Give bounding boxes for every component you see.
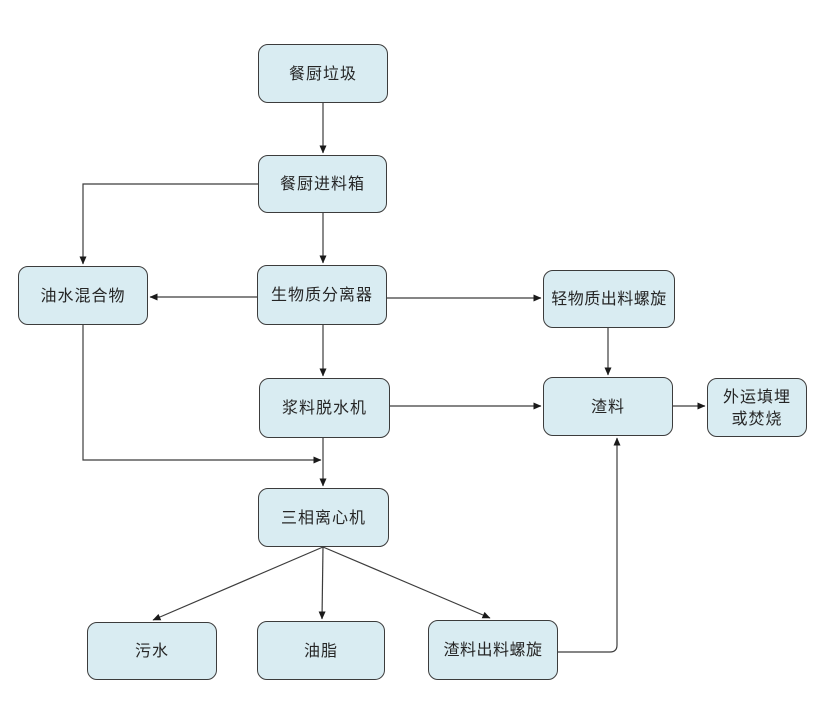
- node-label-line1: 外运填埋: [722, 386, 791, 406]
- node-label: 生物质分离器: [270, 285, 373, 305]
- node-residue-screw: 渣料出料螺旋: [428, 620, 558, 680]
- node-feed-box: 餐厨进料箱: [258, 155, 387, 213]
- node-label: 轻物质出料螺旋: [551, 289, 667, 309]
- node-oil-water: 油水混合物: [18, 266, 148, 325]
- edge-feed-box-to-oil-water: [79, 183, 258, 265]
- node-label: 污水: [134, 641, 169, 661]
- node-residue: 渣料: [543, 377, 673, 436]
- node-label: 渣料: [590, 396, 625, 416]
- node-label: 餐厨进料箱: [279, 174, 365, 194]
- node-label: 油水混合物: [40, 285, 126, 305]
- node-kitchen-waste: 餐厨垃圾: [258, 44, 388, 103]
- node-separator: 生物质分离器: [257, 265, 387, 325]
- node-light-screw: 轻物质出料螺旋: [543, 270, 675, 328]
- node-label: 渣料出料螺旋: [443, 640, 543, 660]
- edge-centrifuge-to-sewage: [152, 546, 324, 621]
- edge-residue-screw-to-residue: [558, 437, 621, 653]
- edge-centrifuge-to-grease: [318, 546, 326, 620]
- node-label: 油脂: [303, 640, 338, 660]
- node-label: 餐厨垃圾: [288, 63, 357, 83]
- node-label: 三相离心机: [280, 507, 366, 527]
- node-label: 浆料脱水机: [281, 398, 367, 418]
- node-dewatering: 浆料脱水机: [259, 378, 390, 438]
- edge-oil-water-to-centrifuge: [82, 325, 322, 464]
- edge-centrifuge-to-residue-screw: [322, 546, 491, 619]
- node-sewage: 污水: [87, 622, 217, 680]
- node-label-line2: 或焚烧: [731, 408, 783, 428]
- node-landfill: 外运填埋 或焚烧: [707, 378, 807, 437]
- node-grease: 油脂: [257, 621, 385, 680]
- node-centrifuge: 三相离心机: [258, 488, 389, 547]
